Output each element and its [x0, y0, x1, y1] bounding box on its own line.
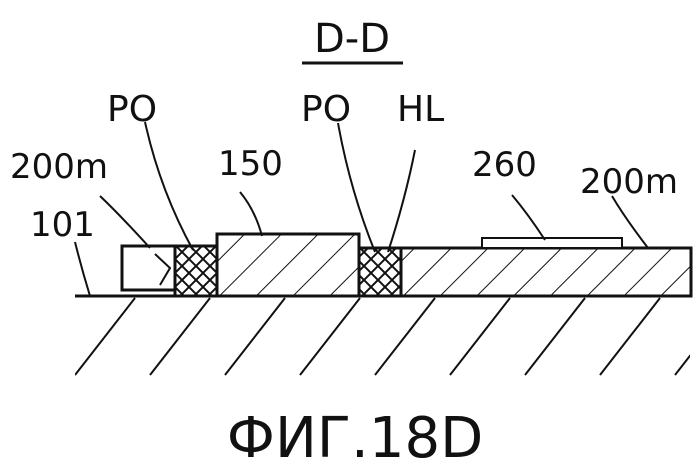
- substrate-hatching: [75, 298, 700, 375]
- label-po-left: PO: [107, 89, 157, 130]
- section-title: D-D: [314, 16, 390, 62]
- leader-hl: [388, 150, 415, 252]
- label-101: 101: [30, 205, 95, 245]
- po-right-block: [359, 248, 401, 296]
- member-150-block: [217, 234, 359, 296]
- label-200m-left: 200m: [10, 147, 108, 187]
- leader-260: [512, 195, 545, 240]
- label-hl: HL: [397, 89, 444, 130]
- po-left-block: [175, 246, 217, 296]
- member-200m-left: [122, 246, 175, 290]
- label-150: 150: [218, 144, 283, 184]
- member-260-layer: [482, 238, 622, 248]
- leader-101: [75, 242, 90, 296]
- member-200m-right-block: [401, 248, 691, 296]
- label-po-right: PO: [301, 89, 351, 130]
- leader-po-left: [145, 122, 193, 250]
- label-200m-right: 200m: [580, 162, 678, 202]
- leader-150: [240, 192, 262, 236]
- figure-caption: ФИГ.18D: [227, 406, 483, 471]
- label-260: 260: [472, 145, 537, 185]
- leader-200m-left: [100, 196, 150, 248]
